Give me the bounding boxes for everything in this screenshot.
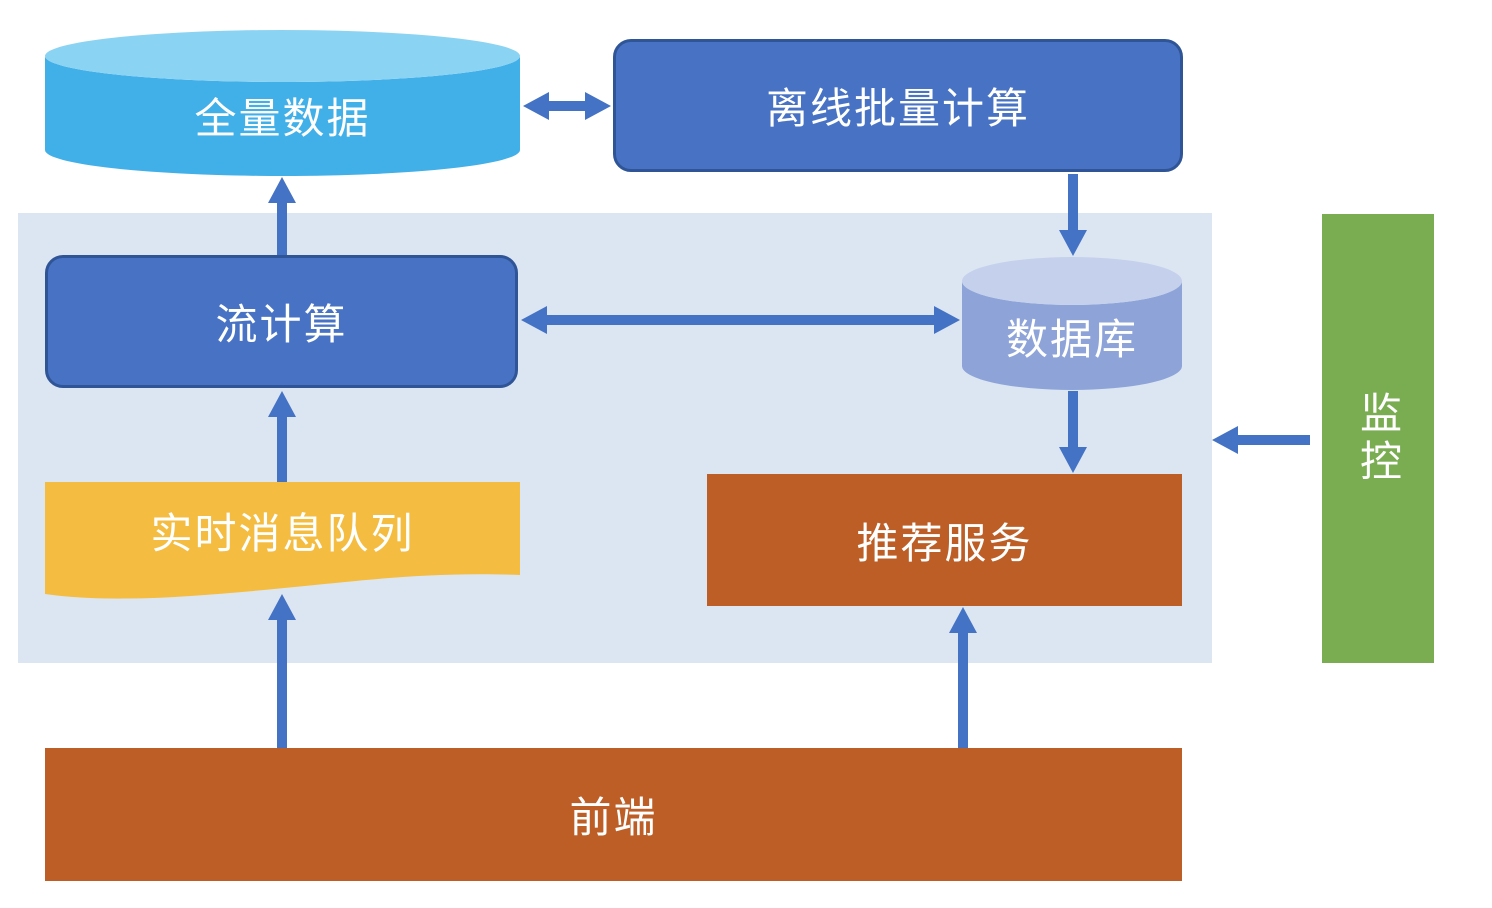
node-label-offline-batch: 离线批量计算 (765, 84, 1030, 133)
node-database: 数据库 (962, 257, 1182, 390)
node-full-data: 全量数据 (45, 30, 520, 176)
node-stream-compute: 流计算 (45, 255, 518, 388)
arrow-full-data-offline-batch (523, 92, 611, 120)
node-label-stream-compute: 流计算 (215, 300, 348, 349)
node-offline-batch: 离线批量计算 (613, 39, 1183, 172)
node-monitor: 监控 (1322, 214, 1434, 663)
node-label-full-data: 全量数据 (194, 93, 371, 143)
node-label-frontend: 前端 (569, 793, 658, 842)
node-label-realtime-queue: 实时消息队列 (150, 508, 415, 558)
node-label-database: 数据库 (1005, 315, 1138, 364)
wave-shape (45, 482, 520, 599)
node-label-recommend-service: 推荐服务 (856, 518, 1033, 568)
node-label-monitor: 监控 (1353, 390, 1403, 487)
node-recommend-service: 推荐服务 (707, 474, 1182, 606)
cylinder-shape (962, 257, 1182, 390)
cylinder-shape (45, 30, 520, 176)
node-frontend: 前端 (45, 748, 1182, 881)
arrow-monitor-to-panel (1212, 426, 1310, 454)
node-realtime-queue: 实时消息队列 (45, 482, 520, 602)
